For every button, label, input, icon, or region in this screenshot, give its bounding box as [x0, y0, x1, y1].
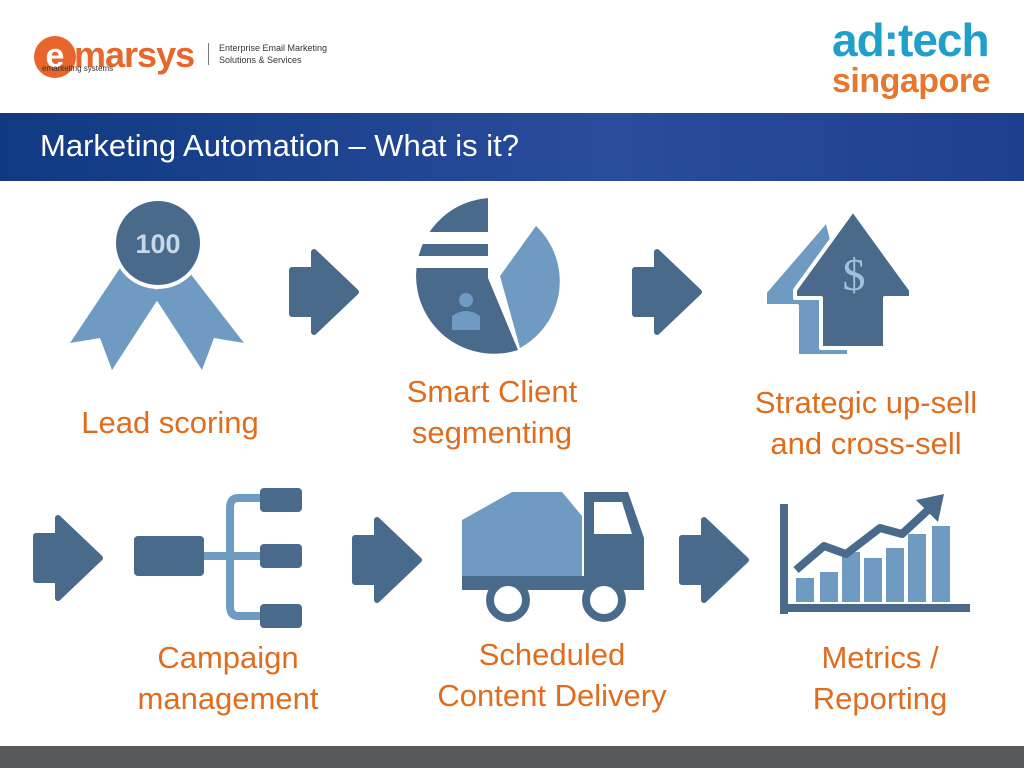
caption-line2: Reporting: [812, 681, 948, 716]
caption-line1: Smart Client: [406, 374, 578, 409]
ribbon-award-icon: 100: [70, 197, 244, 370]
adtech-singapore-logo: ad:tech singapore: [832, 6, 1012, 101]
adtech-logo-line2: singapore: [832, 62, 990, 100]
arrow-right-icon: [352, 517, 422, 603]
caption-line2: management: [137, 681, 319, 716]
caption-line1: Metrics /: [821, 640, 939, 675]
title-banner: Marketing Automation – What is it?: [0, 113, 1024, 181]
emarsys-description: Enterprise Email Marketing Solutions & S…: [219, 42, 359, 66]
footer-bar: [0, 746, 1024, 768]
ribbon-badge-text: 100: [135, 229, 180, 259]
emarsys-description-line1: Enterprise Email Marketing: [219, 43, 328, 53]
caption-lead-scoring: Lead scoring: [50, 402, 290, 443]
emarsys-tagline: emarketing systems: [42, 64, 114, 73]
adtech-logo-line1: ad:tech: [832, 14, 990, 66]
emarsys-separator: [208, 43, 209, 65]
caption-line1: Lead scoring: [81, 405, 259, 440]
caption-line2: segmenting: [411, 415, 573, 450]
page-title: Marketing Automation – What is it?: [40, 128, 520, 163]
caption-line1: Campaign: [157, 640, 299, 675]
arrow-right-icon: [632, 249, 702, 335]
caption-line2: Content Delivery: [437, 678, 667, 713]
caption-line2: and cross-sell: [770, 426, 962, 461]
bar-chart-trend-icon: [780, 494, 970, 614]
emarsys-logo: e marsys emarketing systems Enterprise E…: [34, 33, 334, 83]
arrow-right-icon: [289, 249, 359, 335]
dollar-up-arrow-icon: $: [763, 208, 913, 358]
tree-diagram-icon: [134, 488, 302, 628]
emarsys-description-line2: Solutions & Services: [219, 55, 302, 65]
emarsys-logo-e: e: [34, 36, 76, 78]
caption-strategic-upsell: Strategic up-sell and cross-sell: [735, 382, 997, 464]
caption-smart-client: Smart Client segmenting: [372, 371, 612, 453]
arrow-right-icon: [679, 517, 749, 603]
caption-metrics-reporting: Metrics / Reporting: [770, 637, 990, 719]
pie-chart-person-icon: [414, 198, 560, 354]
caption-line1: Strategic up-sell: [754, 385, 978, 420]
arrow-right-icon: [33, 515, 103, 601]
emarsys-logo-word: marsys: [74, 34, 195, 75]
dollar-symbol: $: [843, 249, 866, 300]
caption-campaign-management: Campaign management: [108, 637, 348, 719]
caption-scheduled-delivery: Scheduled Content Delivery: [412, 634, 692, 716]
delivery-truck-icon: [462, 492, 644, 622]
caption-line1: Scheduled: [478, 637, 626, 672]
